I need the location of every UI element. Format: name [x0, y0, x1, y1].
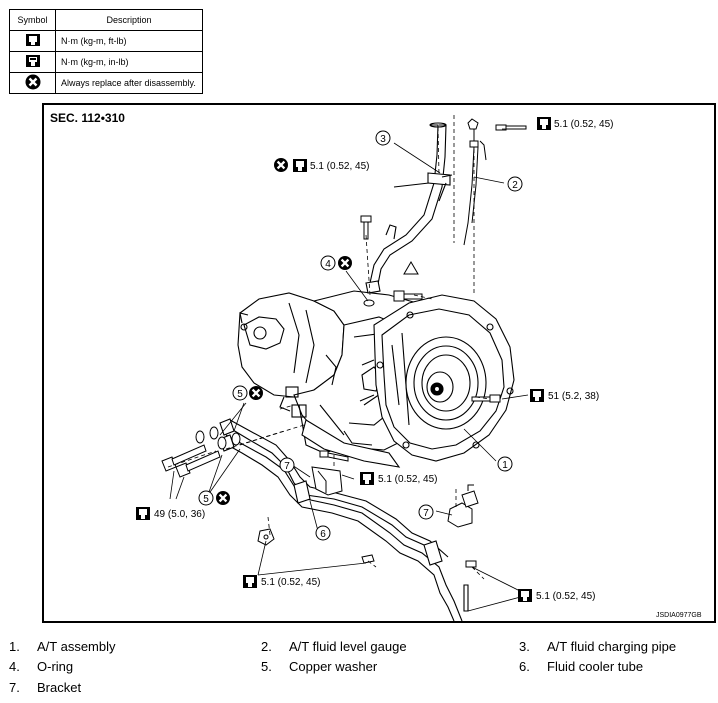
torque-value: 5.1 (0.52, 45): [378, 474, 437, 485]
leader-lines: [167, 115, 522, 580]
parts-list-item: 3.A/T fluid charging pipe: [519, 639, 677, 654]
svg-text:1: 1: [502, 460, 508, 471]
parts-list-item: 1.A/T assembly: [9, 639, 116, 654]
torque-value: 5.1 (0.52, 45): [554, 119, 613, 130]
symbol-legend-table: Symbol Description N·m (kg-m, ft-lb) N·m…: [9, 9, 203, 94]
callout-7: 7: [418, 504, 434, 520]
replace-x-icon: [214, 489, 232, 507]
legend-header-symbol: Symbol: [9, 9, 56, 31]
torque-wrench-icon: [518, 589, 532, 602]
svg-text:2: 2: [512, 180, 518, 191]
svg-text:7: 7: [423, 508, 429, 519]
callout-2: 2: [507, 176, 523, 192]
callout-1: 1: [497, 456, 513, 472]
section-number: SEC. 112•310: [50, 111, 125, 125]
torque-label-gauge-bolt: 5.1 (0.52, 45): [537, 117, 613, 130]
legend-description: N·m (kg-m, in-lb): [55, 51, 203, 73]
torque-value: 5.1 (0.52, 45): [261, 577, 320, 588]
copper-washer-drawing: [161, 426, 241, 478]
parts-list-item: 4.O-ring: [9, 659, 74, 674]
svg-text:3: 3: [380, 134, 386, 145]
parts-list-item: 2.A/T fluid level gauge: [261, 639, 407, 654]
torque-label-converter-bolt: 51 (5.2, 38): [530, 389, 599, 402]
svg-text:5: 5: [237, 389, 243, 400]
callout-4: 4: [320, 254, 354, 272]
svg-text:4: 4: [325, 259, 331, 270]
fluid-cooler-tube-drawing: [219, 418, 469, 621]
replace-x-icon: [247, 384, 265, 402]
replace-x-icon: [9, 72, 56, 94]
torque-wrench-icon: [530, 389, 544, 402]
nut-drawing: [257, 528, 477, 568]
torque-value: 51 (5.2, 38): [548, 391, 599, 402]
callout-5: 5: [232, 384, 265, 402]
svg-text:6: 6: [320, 529, 326, 540]
torque-label-lower-bolt: 5.1 (0.52, 45): [518, 589, 595, 602]
torque-label-pipe-bolt: 5.1 (0.52, 45): [272, 156, 369, 174]
torque-value: 5.1 (0.52, 45): [310, 161, 369, 172]
fluid-level-gauge-drawing: [463, 118, 487, 246]
legend-row: N·m (kg-m, ft-lb): [9, 30, 203, 52]
legend-header-description: Description: [55, 9, 203, 31]
pipe-bolt-drawing: [360, 215, 372, 240]
torque-label-tube-nut: 5.1 (0.52, 45): [243, 575, 320, 588]
bracket-drawing: [447, 484, 479, 528]
legend-description: N·m (kg-m, ft-lb): [55, 30, 203, 52]
parts-list-item: 7.Bracket: [9, 680, 82, 695]
replace-x-icon: [336, 254, 354, 272]
legend-description: Always replace after disassembly.: [55, 72, 203, 94]
torque-wrench-icon: [9, 30, 56, 52]
o-ring-drawing: [363, 290, 423, 307]
at-assembly-drawing: [237, 290, 515, 468]
svg-text:7: 7: [284, 461, 290, 472]
svg-text:5: 5: [203, 494, 209, 505]
parts-list-item: 6.Fluid cooler tube: [519, 659, 644, 674]
torque-wrench-small-icon: [9, 51, 56, 73]
callout-5: 5: [198, 489, 232, 507]
torque-wrench-icon: [136, 507, 150, 520]
exploded-view-diagram: SEC. 112•310: [42, 103, 716, 623]
parts-list-item: 5.Copper washer: [261, 659, 378, 674]
torque-wrench-icon: [293, 159, 307, 172]
torque-value: 5.1 (0.52, 45): [536, 591, 595, 602]
legend-row: N·m (kg-m, in-lb): [9, 51, 203, 73]
torque-wrench-icon: [243, 575, 257, 588]
legend-row: Always replace after disassembly.: [9, 72, 203, 94]
bracket-drawing: [311, 450, 349, 496]
torque-label-bracket-bolt: 5.1 (0.52, 45): [360, 472, 437, 485]
callout-3: 3: [375, 130, 391, 146]
diagram-code: JSDIA0977GB: [656, 612, 702, 619]
callout-6: 6: [315, 525, 331, 541]
torque-label-union-bolt: 49 (5.0, 36): [136, 507, 205, 520]
torque-value: 49 (5.0, 36): [154, 509, 205, 520]
torque-wrench-icon: [360, 472, 374, 485]
replace-x-icon: [272, 156, 290, 174]
caution-triangle-icon: [403, 261, 419, 275]
legend-header-row: Symbol Description: [9, 9, 203, 31]
callout-7: 7: [279, 457, 295, 473]
